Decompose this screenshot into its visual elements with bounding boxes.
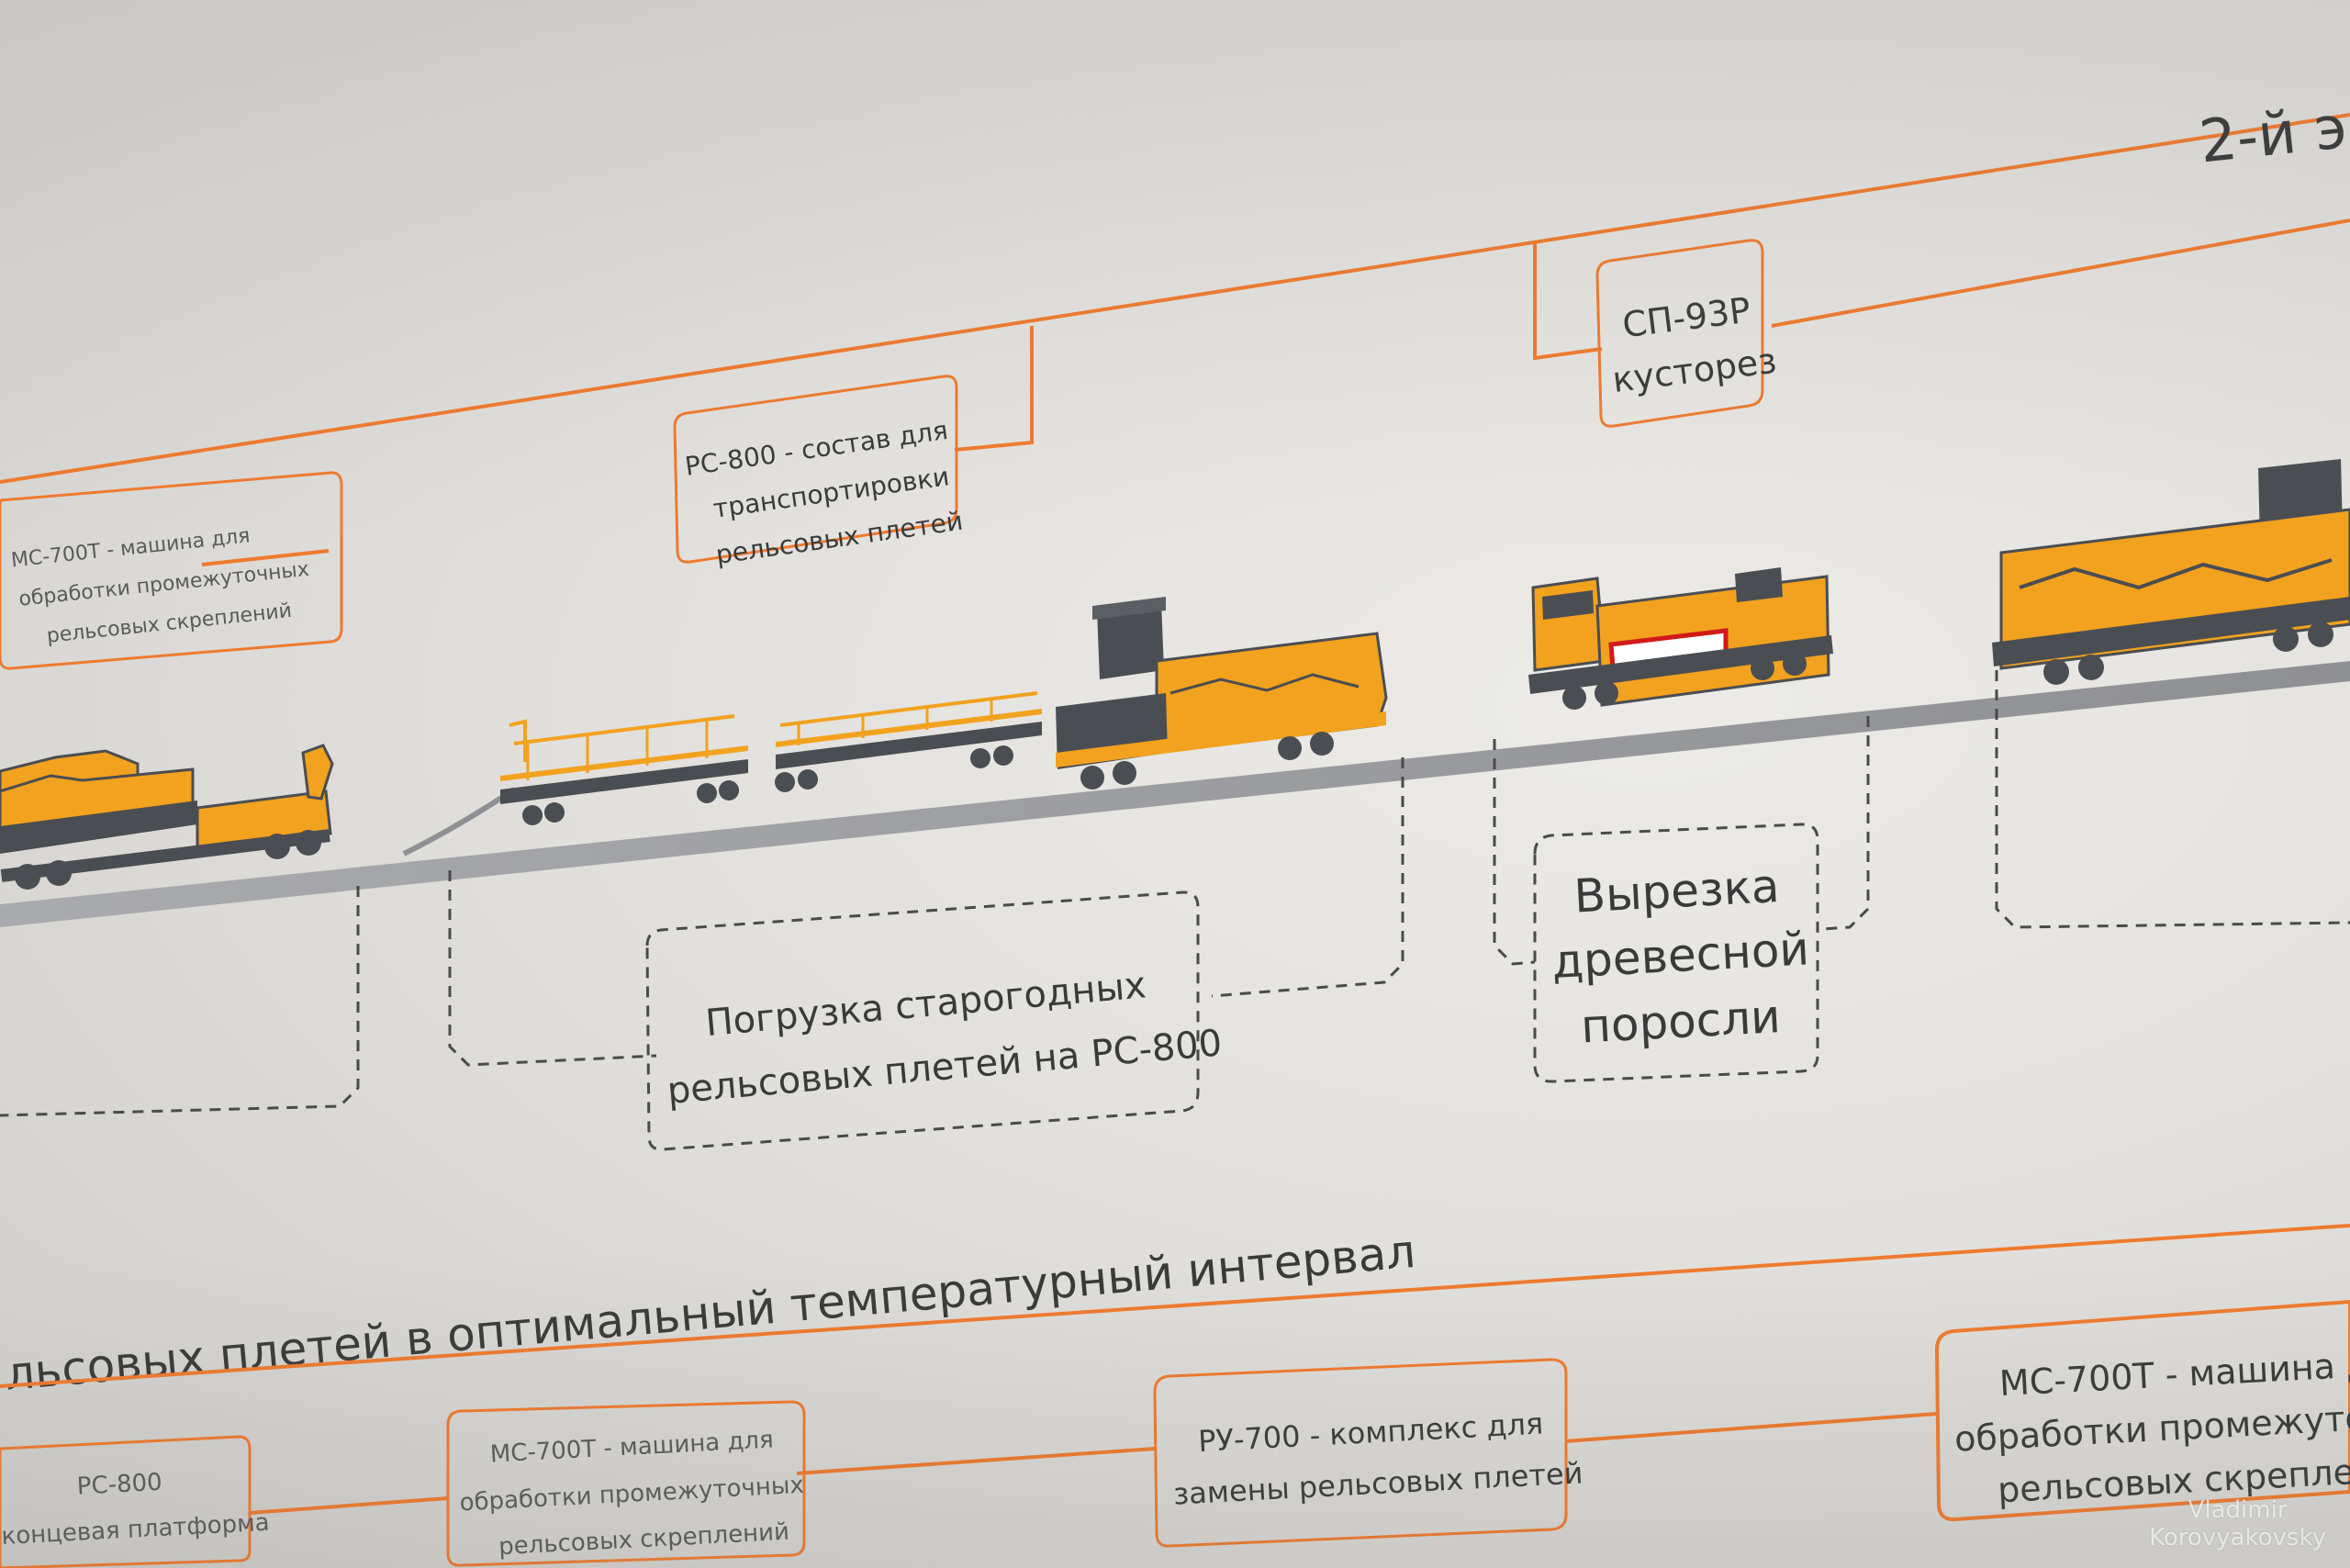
ms700t-left-line3: рельсовых скреплений	[46, 599, 293, 648]
sp93r-model: СП-93Р	[1620, 290, 1752, 346]
lower-timeline-line	[0, 1224, 2350, 1515]
ms700t-lower-line1: МС-700Т - машина для	[489, 1426, 774, 1468]
rail-ramp	[402, 787, 516, 857]
label-box-ms700t-right: МС-700Т - машина д обработки промежуточ …	[1934, 1299, 2350, 1522]
label-box-ms700t-lower: МС-700Т - машина для обработки промежуто…	[446, 1400, 814, 1567]
ru700-line2: замены рельсовых плетей	[1172, 1455, 1583, 1511]
right-locomotive	[1992, 459, 2350, 685]
rs800-flatcars	[500, 691, 1042, 825]
rs800-platform-line1: РС-800	[76, 1469, 162, 1501]
dashed-leader-cutting-left	[1493, 739, 1536, 966]
dashed-leader-loading-left	[448, 870, 657, 1067]
svg-text:МС-700Т - машина д обраб: МС-700Т - машина д обработки промежуточ …	[1951, 1343, 2350, 1513]
ru700-line1: РУ-700 - комплекс для	[1197, 1406, 1544, 1459]
photographer-watermark: Vladimir Korovyakovsky	[2149, 1496, 2326, 1551]
label-box-ru700: РУ-700 - комплекс для замены рельсовых п…	[1153, 1358, 1583, 1548]
dashed-leader-cutting-right	[1821, 716, 1870, 931]
loading-callout-box	[645, 890, 1200, 1151]
ms700t-left-line1: МС-700Т - машина для	[10, 524, 252, 572]
rs800-platform-line2: концевая платформа	[1, 1509, 271, 1551]
dashed-leader-right	[1995, 670, 2350, 929]
stage-heading: 2-й э	[2196, 94, 2350, 176]
label-box-rs800-platform: РС-800 концевая платформа	[0, 1435, 270, 1568]
svg-text:СП-93Р кусторез: СП-93Р кусторез	[1604, 287, 1779, 400]
label-box-rs800: РС-800 - состав для транспортировки рель…	[673, 375, 970, 573]
sp93r-locomotive	[1528, 567, 1833, 710]
rail-track	[0, 661, 2350, 927]
dashed-leader-left	[0, 886, 360, 1117]
loading-operation-text: Погрузка старогодных рельсовых плетей на…	[660, 958, 1224, 1113]
watermark-last-name: Korovyakovsky	[2149, 1524, 2326, 1551]
ms700t-right-line2: обработки промежуточ	[1953, 1396, 2350, 1460]
ms700t-lower-line2: обработки промежуточных	[459, 1472, 805, 1518]
cutting-operation-text: Вырезка древесной поросли	[1547, 857, 1829, 1055]
ms700t-right-line1: МС-700Т - машина д	[1998, 1344, 2350, 1404]
watermark-first-name: Vladimir	[2188, 1496, 2288, 1524]
label-box-ms700t-left: МС-700Т - машина для обработки промежуто…	[0, 471, 343, 670]
svg-text:МС-700Т - машина для обр: МС-700Т - машина для обработки промежуто…	[10, 518, 321, 651]
dashed-leader-loading-right	[1211, 757, 1404, 998]
svg-text:РУ-700 - комплекс для за: РУ-700 - комплекс для замены рельсовых п…	[1169, 1404, 1583, 1511]
cutting-callout-box	[1533, 823, 1819, 1083]
label-box-sp93r: СП-93Р кусторез	[1595, 239, 1779, 428]
sp93r-desc: кусторез	[1610, 341, 1778, 401]
svg-text:РС-800 - состав для тран: РС-800 - состав для транспортировки рель…	[683, 414, 970, 573]
ms700t-machine-left	[0, 744, 334, 890]
svg-text:МС-700Т - машина для обр: МС-700Т - машина для обработки промежуто…	[456, 1424, 814, 1562]
ms700t-lower-line3: рельсовых скреплений	[498, 1518, 789, 1562]
upper-timeline-line	[0, 113, 2350, 566]
rs800-locomotive	[1056, 597, 1388, 790]
svg-text:РС-800 концевая платформ: РС-800 концевая платформа	[0, 1463, 270, 1551]
